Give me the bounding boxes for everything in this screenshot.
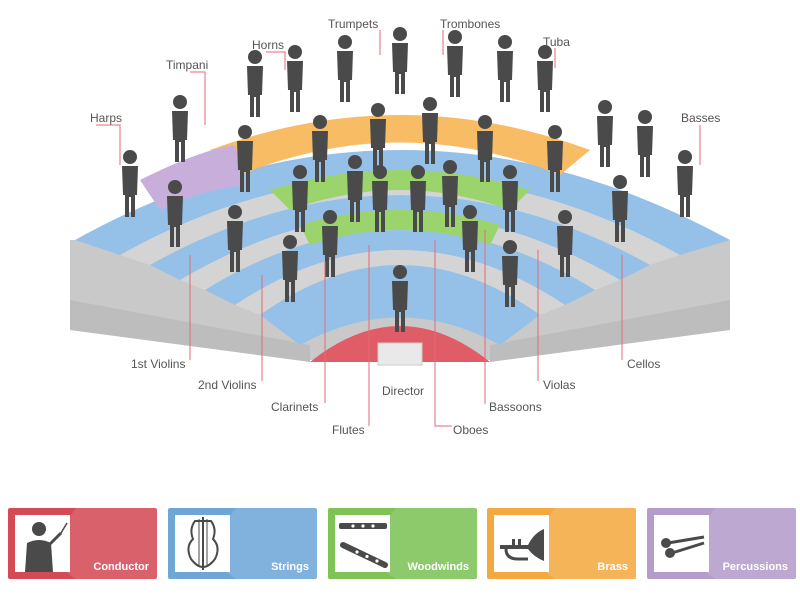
label-harps: Harps	[90, 111, 122, 125]
legend-card-conductor: Conductor	[8, 508, 157, 579]
label-clarinets: Clarinets	[271, 400, 318, 414]
label-flutes: Flutes	[332, 423, 365, 437]
orchestra-diagram: Timpani Horns Trumpets Trombones Tuba Ha…	[0, 0, 800, 500]
musician-figure	[677, 150, 693, 217]
label-trumpets: Trumpets	[328, 17, 378, 31]
musician-figure	[447, 30, 463, 97]
musician-figure	[597, 100, 613, 167]
musician-figure	[172, 95, 188, 162]
label-bassoons: Bassoons	[489, 400, 542, 414]
conductor-icon	[15, 515, 70, 572]
legend-card-percussions: Percussions	[647, 508, 796, 579]
leader-line	[96, 125, 120, 165]
violin-icon	[175, 515, 230, 572]
label-second-violins: 2nd Violins	[198, 378, 257, 392]
musician-figure	[122, 150, 138, 217]
leader-line	[190, 72, 205, 125]
label-director: Director	[382, 384, 424, 398]
orchestra-seating-svg	[0, 0, 800, 500]
legend-label: Woodwinds	[407, 561, 469, 573]
label-trombones: Trombones	[440, 17, 500, 31]
label-first-violins: 1st Violins	[131, 357, 185, 371]
horn-icon	[494, 515, 549, 572]
legend-label: Conductor	[93, 561, 149, 573]
legend-label: Strings	[271, 561, 309, 573]
legend-card-woodwinds: Woodwinds	[328, 508, 477, 579]
musician-figure	[637, 110, 653, 177]
section-legend: Conductor Strings Woodwinds Brass Percus…	[0, 508, 800, 580]
legend-card-brass: Brass	[487, 508, 636, 579]
label-oboes: Oboes	[453, 423, 488, 437]
label-tuba: Tuba	[543, 35, 570, 49]
leader-line	[266, 52, 285, 70]
musician-figure	[497, 35, 513, 102]
musician-figure	[287, 45, 303, 112]
legend-label: Brass	[597, 561, 628, 573]
label-basses: Basses	[681, 111, 720, 125]
musician-figure	[392, 27, 408, 94]
musician-figure	[537, 45, 553, 112]
legend-card-strings: Strings	[168, 508, 317, 579]
label-violas: Violas	[543, 378, 575, 392]
flute-icon	[335, 515, 390, 572]
mallets-icon	[654, 515, 709, 572]
label-cellos: Cellos	[627, 357, 660, 371]
conductor-podium	[378, 343, 422, 365]
legend-label: Percussions	[723, 561, 788, 573]
musician-figure	[337, 35, 353, 102]
label-horns: Horns	[252, 38, 284, 52]
musician-figure	[247, 50, 263, 117]
label-timpani: Timpani	[166, 58, 208, 72]
